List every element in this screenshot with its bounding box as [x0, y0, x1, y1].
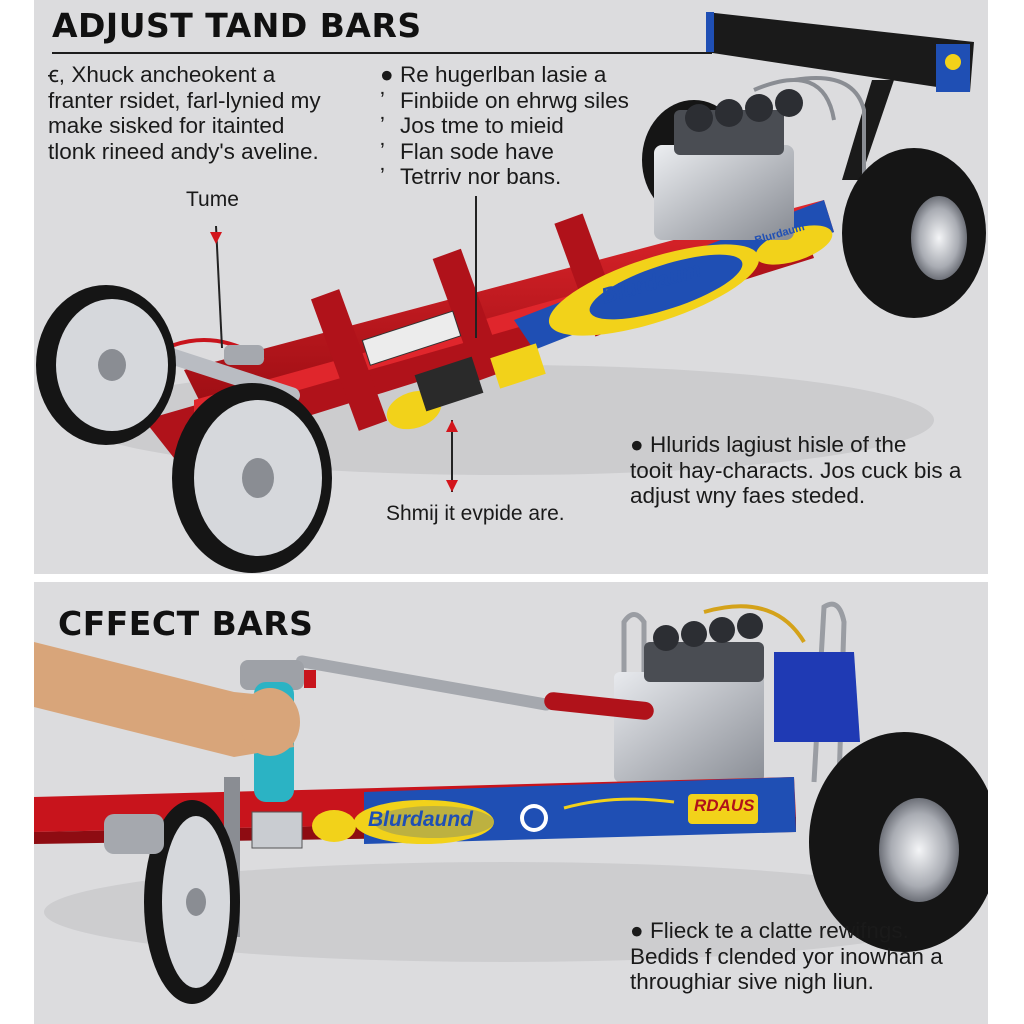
- bullet-item: ●Re hugerlban lasie a: [380, 62, 629, 88]
- bullet-tick-icon: ʼ: [380, 164, 385, 189]
- front-wheel-far: [36, 285, 176, 445]
- intro-line: make sisked for itainted: [48, 113, 285, 138]
- top-dragster-illustration: [36, 12, 986, 573]
- bullet-item: ʼ Finbiide on ehrwg siles: [380, 88, 629, 114]
- bullet-tick-icon: ʼ: [380, 87, 385, 113]
- note-line: ●Flieck te a clatte rewifngs.: [630, 918, 943, 944]
- bullet-item: ʼ Tetrriv nor bans.: [380, 164, 629, 190]
- top-intro-text: ꞓ, Xhuck ancheokent a franter rsidet, fa…: [48, 62, 321, 164]
- hand: [34, 642, 300, 757]
- ground-shadow: [44, 862, 964, 962]
- bullet-dot-icon: ●: [380, 62, 394, 87]
- bullet-text: Flan sode have: [400, 138, 554, 164]
- engine: [654, 76, 866, 240]
- intro-line: ꞓ, Xhuck ancheokent a: [48, 62, 321, 88]
- note-line: tooit hay-characts. Jos cuck bis a: [630, 457, 962, 483]
- note-text: Hlurids lagiust hisle of the: [650, 432, 907, 457]
- decal-text-main: Blurdaund: [368, 808, 473, 831]
- bottom-dragster-illustration: [34, 601, 988, 1004]
- note-bullet-icon: ●: [630, 432, 644, 457]
- bullet-item: ʼ Flan sode have: [380, 139, 629, 165]
- rear-wing: [706, 12, 974, 180]
- bullet-text: Re hugerlban lasie a: [400, 62, 607, 87]
- callout-lines: [210, 196, 477, 492]
- rear-tire-near: [842, 148, 986, 318]
- main-sponsor-decal: [354, 800, 494, 844]
- bottom-note: ●Flieck te a clatte rewifngs. Bedids f c…: [630, 918, 943, 995]
- callout-label-tume: Tume: [186, 188, 239, 211]
- top-side-note: ●Hlurids lagiust hisle of the tooit hay-…: [630, 432, 961, 509]
- bullet-item: ʼ Jos tme to mieid: [380, 113, 629, 139]
- top-bullet-list: ●Re hugerlban lasie a ʼ Finbiide on ehrwg…: [380, 62, 629, 190]
- bullet-text: Finbiide on ehrwg siles: [400, 87, 629, 113]
- front-wheel: [104, 800, 240, 1004]
- note-line: throughiar sive nigh liun.: [630, 969, 874, 994]
- bottom-title: CFFECT BARS: [58, 604, 314, 643]
- bullet-tick-icon: ʼ: [380, 113, 385, 138]
- intro-line: tlonk rineed andy's aveline.: [48, 138, 319, 164]
- note-line: Bedids f clended yor inowhan a: [630, 943, 943, 969]
- top-panel: ADJUST TAND BARS ꞓ, Xhuck ancheokent a f…: [34, 0, 988, 574]
- bullet-text: Tetrriv nor bans.: [400, 164, 562, 189]
- bullet-text: Jos tme to mieid: [400, 113, 564, 138]
- top-title-rule: [52, 52, 712, 54]
- note-text: Flieck te a clatte rewifngs.: [650, 918, 909, 943]
- top-title: ADJUST TAND BARS: [52, 6, 422, 45]
- note-line: ●Hlurids lagiust hisle of the: [630, 432, 961, 458]
- engine: [614, 601, 860, 783]
- intro-line-text: Xhuck ancheokent a: [71, 62, 276, 87]
- intro-line: franter rsidet, farl-lynied my: [48, 87, 321, 113]
- note-line: adjust wny faes steded.: [630, 483, 866, 508]
- intro-marker: ꞓ,: [48, 62, 66, 87]
- bottom-callout-label: Shmij it evpide are.: [386, 502, 565, 525]
- front-wheel-near: [172, 383, 332, 573]
- bottom-panel: CFFECT BARS Blurdaund RDAUS ●Flieck te a…: [34, 582, 988, 1024]
- decal-text-right: RDAUS: [694, 796, 755, 815]
- main-sponsor-decal: [548, 244, 760, 336]
- rear-tire: [809, 732, 988, 952]
- bullet-tick-icon: ʼ: [380, 138, 385, 164]
- note-bullet-icon: ●: [630, 918, 644, 943]
